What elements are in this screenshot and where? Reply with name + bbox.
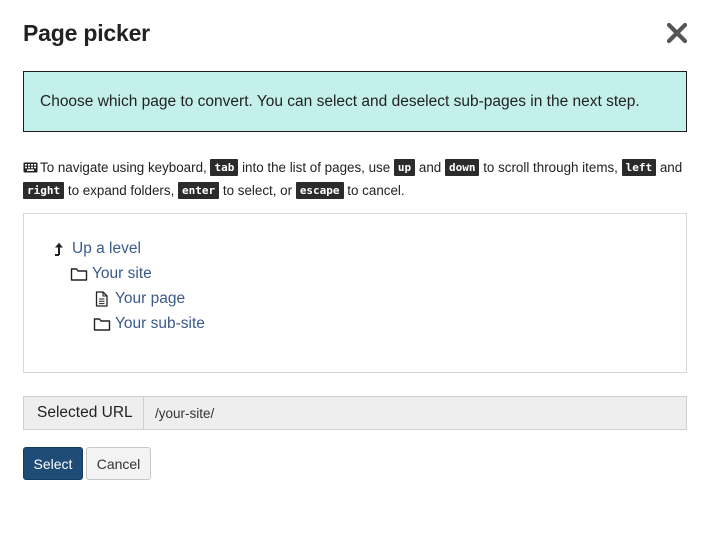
selected-url-label: Selected URL: [24, 397, 144, 429]
help-text-12: to select, or: [219, 182, 296, 198]
tree-item-label: Up a level: [72, 240, 141, 257]
folder-icon: [93, 316, 111, 332]
tree-item-up-a-level[interactable]: Up a level: [50, 240, 141, 258]
tree-item-label: Your site: [92, 265, 152, 282]
tree-item-your-sub-site[interactable]: Your sub-site: [93, 315, 205, 333]
select-button[interactable]: Select: [23, 447, 83, 480]
cancel-button[interactable]: Cancel: [86, 447, 151, 480]
help-text-10: to expand folders,: [64, 182, 179, 198]
dialog-title: Page picker: [23, 20, 150, 46]
selected-url-group: Selected URL: [23, 396, 687, 430]
keyboard-help: To navigate using keyboard, tab into the…: [23, 157, 683, 201]
keyboard-icon: [23, 158, 38, 180]
level-up-icon: [50, 241, 68, 257]
folder-icon: [70, 266, 88, 282]
help-text-6: to scroll through items,: [479, 160, 622, 175]
kbd-escape: escape: [295, 181, 344, 199]
kbd-right: right: [23, 181, 65, 199]
kbd-left: left: [621, 159, 657, 176]
kbd-enter: enter: [178, 181, 220, 199]
tree-item-label: Your sub-site: [115, 315, 205, 332]
close-icon: [666, 22, 688, 44]
kbd-tab: tab: [210, 159, 239, 176]
info-notice: Choose which page to convert. You can se…: [23, 71, 687, 132]
notice-text: Choose which page to convert. You can se…: [40, 92, 640, 110]
help-text-2: into the list of pages, use: [238, 160, 394, 175]
selected-url-field[interactable]: [144, 397, 686, 429]
help-text-14: to cancel.: [343, 182, 405, 198]
tree-item-your-page[interactable]: Your page: [93, 290, 185, 308]
help-text-8: and: [656, 160, 683, 175]
tree-item-label: Your page: [115, 290, 186, 307]
kbd-down: down: [444, 159, 480, 176]
page-tree[interactable]: Up a level Your site Your page: [23, 213, 687, 373]
help-text-4: and: [415, 160, 445, 175]
help-text-0: To navigate using keyboard,: [40, 160, 211, 175]
file-icon: [93, 291, 111, 307]
kbd-up: up: [393, 159, 416, 176]
close-button[interactable]: [664, 20, 690, 46]
tree-item-your-site[interactable]: Your site: [70, 265, 152, 283]
